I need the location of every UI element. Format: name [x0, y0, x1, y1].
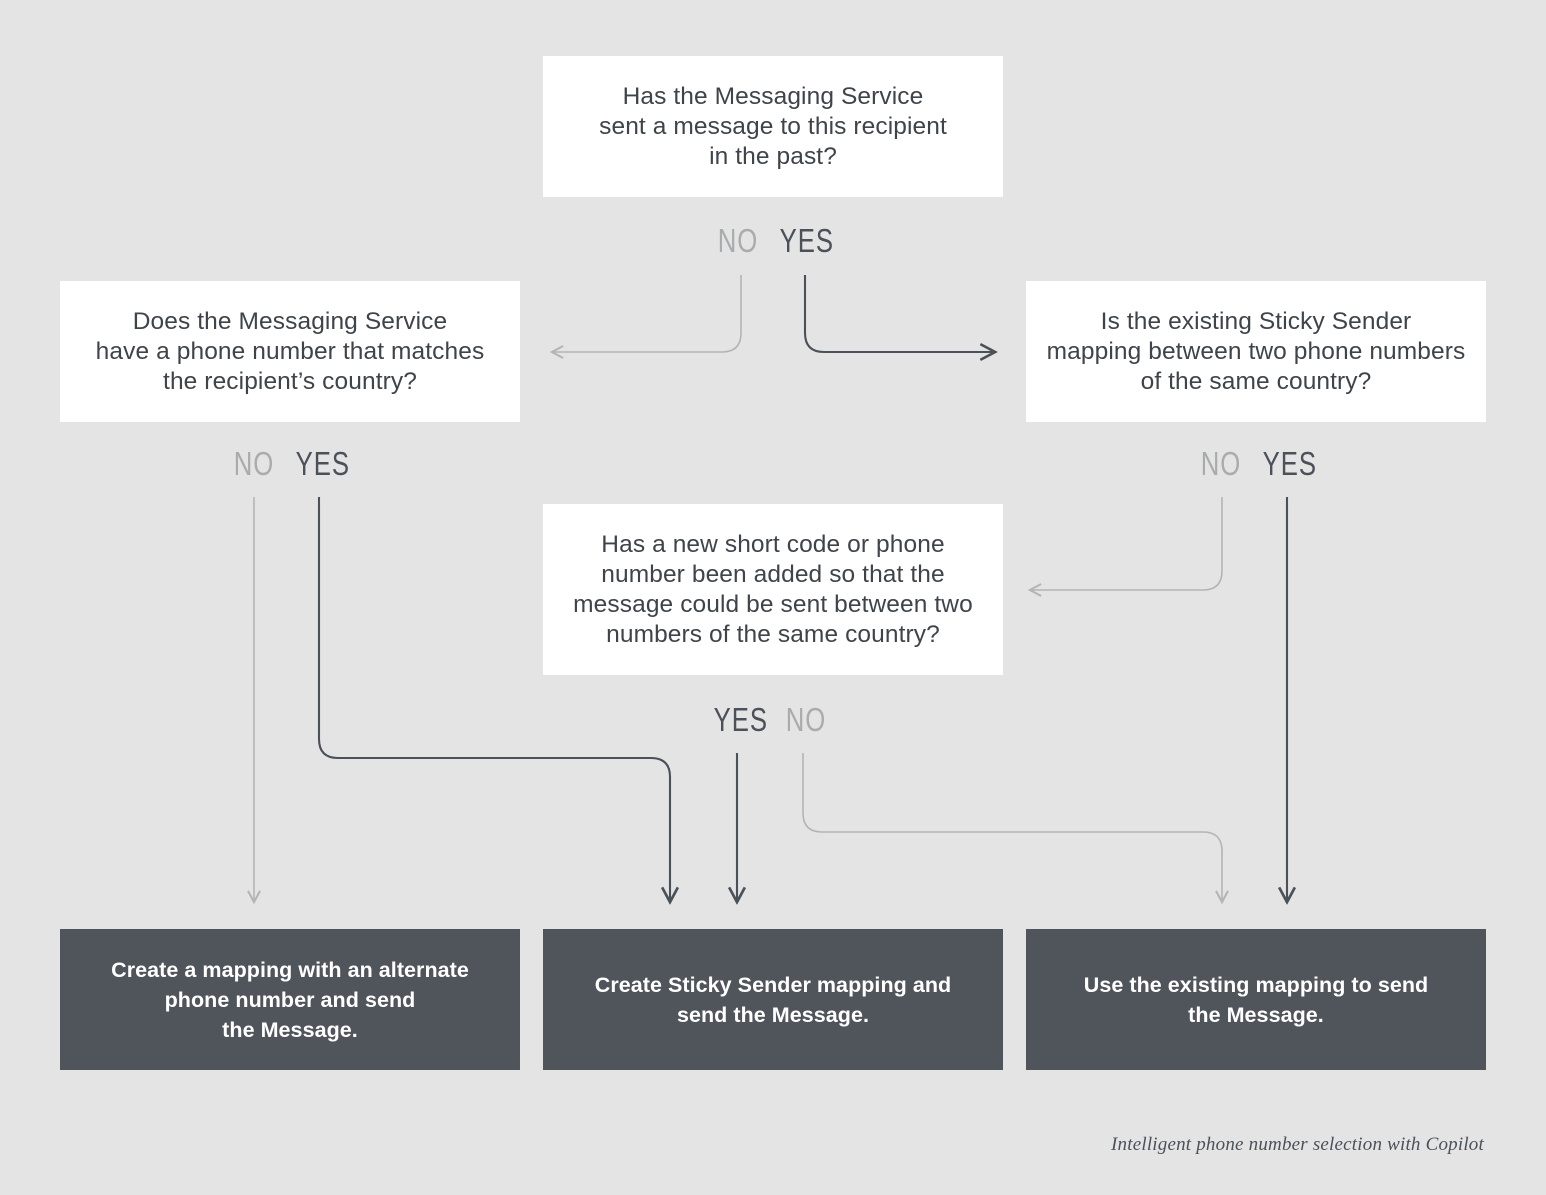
edge-root-yes [803, 275, 995, 352]
outcome-box-left: Create a mapping with an alternate phone… [60, 929, 520, 1070]
outcome-left-text: Create a mapping with an alternate phone… [111, 957, 469, 1042]
edge-label-root-yes: YES [779, 222, 834, 259]
question-box-root: Has the Messaging Service sent a message… [543, 56, 1003, 197]
figure-caption: Intelligent phone number selection with … [1111, 1134, 1484, 1155]
edge-label-left-yes: YES [295, 445, 350, 482]
edge-right-no [1030, 497, 1223, 590]
edge-middle-no [802, 753, 1222, 902]
question-left-text: Does the Messaging Service have a phone … [95, 307, 485, 395]
outcome-box-middle: Create Sticky Sender mapping and send th… [543, 929, 1003, 1070]
edge-label-middle-yes: YES [713, 701, 768, 738]
outcome-right-text: Use the existing mapping to send the Mes… [1083, 972, 1429, 1027]
question-box-middle: Has a new short code or phone number bee… [543, 504, 1003, 675]
question-box-left: Does the Messaging Service have a phone … [60, 281, 520, 422]
edge-root-no [552, 275, 742, 352]
question-box-right: Is the existing Sticky Sender mapping be… [1026, 281, 1486, 422]
question-root-text: Has the Messaging Service sent a message… [599, 82, 947, 170]
outcome-middle-text: Create Sticky Sender mapping and send th… [594, 972, 952, 1027]
edge-label-root-no: NO [717, 222, 759, 259]
question-middle-text: Has a new short code or phone number bee… [573, 530, 973, 648]
edge-label-middle-no: NO [785, 701, 827, 738]
question-right-text: Is the existing Sticky Sender mapping be… [1046, 307, 1466, 395]
outcome-box-right: Use the existing mapping to send the Mes… [1026, 929, 1486, 1070]
edge-label-left-no: NO [233, 445, 275, 482]
edge-label-right-yes: YES [1262, 445, 1317, 482]
edge-label-right-no: NO [1200, 445, 1242, 482]
